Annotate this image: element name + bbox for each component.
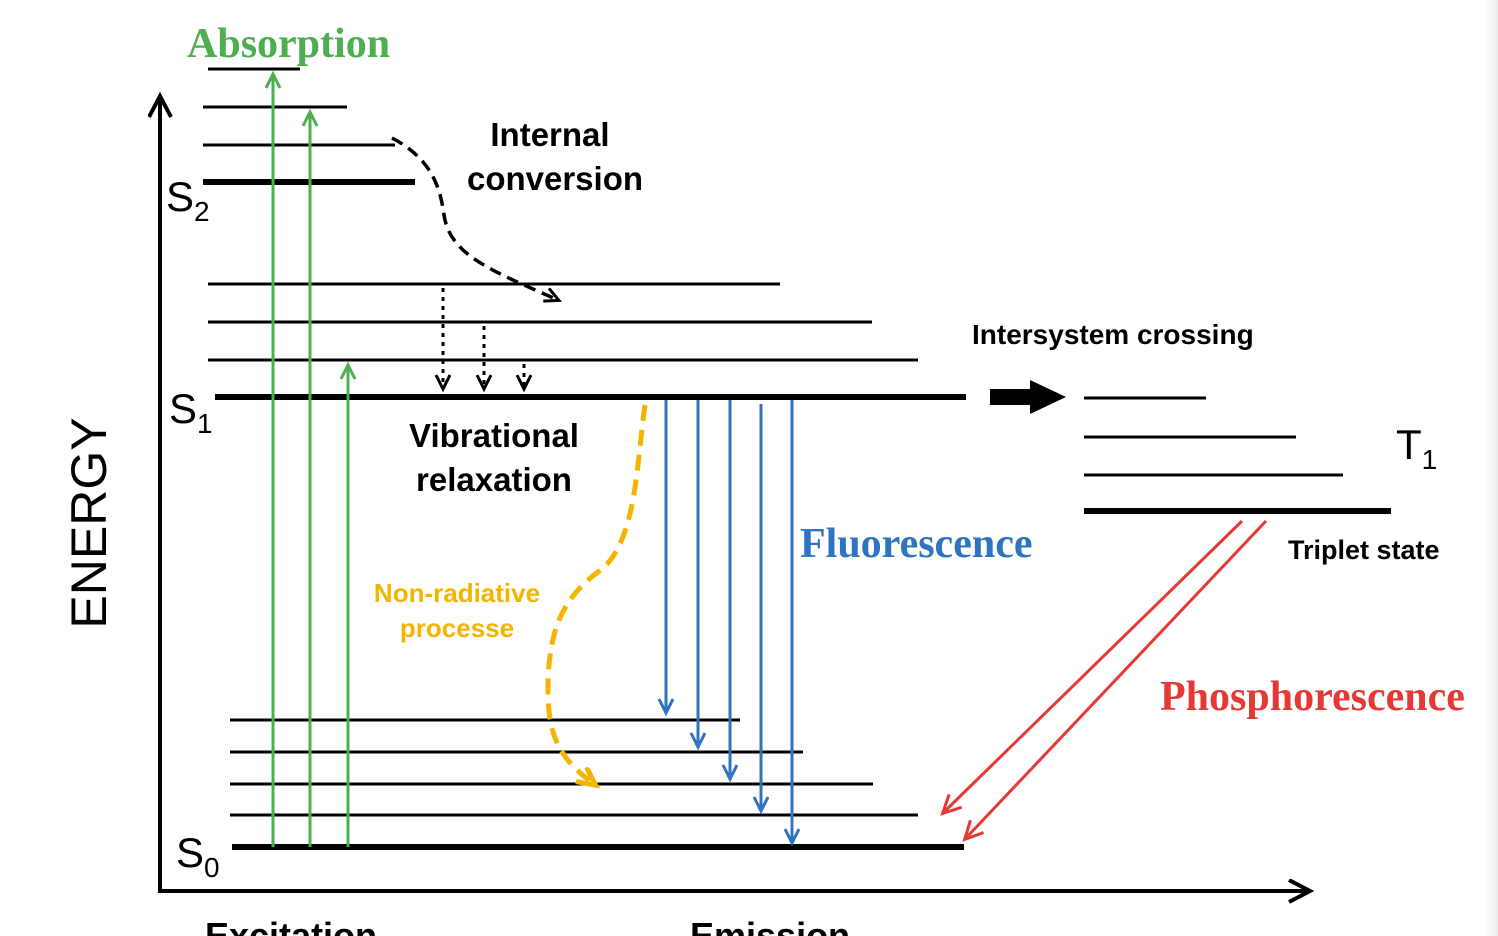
internal-conversion-label-line2: conversion	[467, 160, 643, 197]
s1-state-label: S1	[169, 385, 213, 439]
s0-levels	[230, 718, 964, 850]
excitation-label: Excitation	[205, 915, 377, 936]
triplet-state-label: Triplet state	[1288, 535, 1440, 565]
fluorescence-label: Fluorescence	[800, 521, 1032, 567]
phosphorescence-arrows	[944, 519, 1268, 838]
non-radiative-label-line2: processe	[400, 613, 514, 643]
t1-state-label: T1	[1396, 421, 1437, 475]
vibrational-relaxation-label-line1: Vibrational	[409, 417, 579, 454]
intersystem-crossing-arrow	[990, 380, 1066, 414]
s0-state-label: S0	[176, 829, 220, 883]
absorption-arrows	[273, 75, 348, 847]
emission-label: Emission	[690, 915, 850, 936]
non-radiative-label-line1: Non-radiative	[374, 578, 540, 608]
internal-conversion-label-line1: Internal	[490, 116, 609, 153]
t1-levels	[1084, 396, 1391, 514]
energy-axis-label: ENERGY	[61, 417, 117, 628]
s1-levels	[208, 282, 966, 400]
internal-conversion-arrow	[391, 136, 558, 300]
absorption-label: Absorption	[187, 21, 390, 67]
fluorescence-arrows	[666, 400, 792, 842]
phosphorescence-label: Phosphorescence	[1160, 674, 1465, 720]
vibrational-relaxation-label-line2: relaxation	[416, 461, 572, 498]
phosphorescence-arrow	[944, 519, 1244, 812]
s2-state-label: S2	[166, 173, 210, 227]
axes	[160, 98, 1308, 893]
vibrational-relaxation-arrows	[443, 288, 524, 388]
non-radiative-arrow	[545, 404, 648, 784]
phosphorescence-arrow	[966, 519, 1268, 838]
right-edge-shadow	[1484, 0, 1498, 936]
intersystem-crossing-label: Intersystem crossing	[972, 319, 1254, 350]
